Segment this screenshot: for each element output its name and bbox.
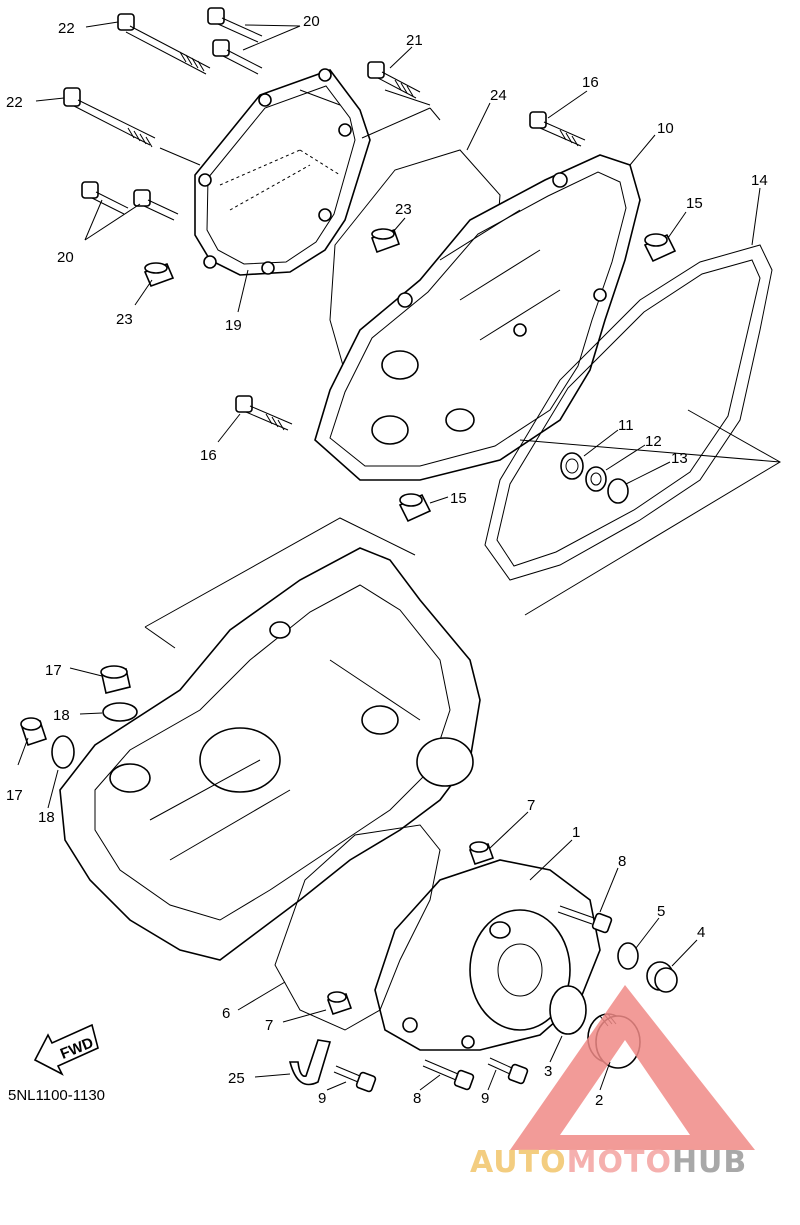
callout-16-upper: 16 bbox=[582, 74, 599, 91]
callout-20-lower: 20 bbox=[57, 249, 74, 266]
callout-23-right: 23 bbox=[395, 201, 412, 218]
diagram-code: 5NL1100-1130 bbox=[8, 1087, 105, 1104]
clamp-25 bbox=[288, 1039, 332, 1086]
crankcase-cover-left-part-1 bbox=[374, 859, 601, 1051]
callout-23-left: 23 bbox=[116, 311, 133, 328]
callout-2: 2 bbox=[595, 1092, 603, 1109]
callout-22-upper: 22 bbox=[58, 20, 75, 37]
dowel-7-upper bbox=[468, 841, 495, 866]
callout-24: 24 bbox=[490, 87, 507, 104]
callout-22-lower: 22 bbox=[6, 94, 23, 111]
bolt-21 bbox=[367, 61, 421, 99]
bolt-20-c bbox=[81, 181, 129, 215]
watermark-triangle-icon bbox=[510, 985, 755, 1150]
dowel-7-lower bbox=[326, 991, 353, 1016]
bolt-20-b bbox=[212, 39, 263, 75]
callout-18-upper: 18 bbox=[53, 707, 70, 724]
callout-17-lower: 17 bbox=[6, 787, 23, 804]
collar-15-lower bbox=[398, 493, 432, 523]
bolt-20-d bbox=[133, 189, 179, 221]
crankcase-assembly bbox=[59, 547, 481, 961]
svg-text:AUTOMOTOHUB: AUTOMOTOHUB bbox=[470, 1145, 747, 1180]
callout-10: 10 bbox=[657, 120, 674, 137]
callout-13: 13 bbox=[671, 450, 688, 467]
watermark-logo: AUTOMOTOHUB bbox=[470, 985, 755, 1180]
callout-5: 5 bbox=[657, 903, 665, 920]
bolt-22-upper bbox=[117, 13, 211, 75]
o-ring-18-upper bbox=[102, 702, 138, 722]
bolt-8-upper bbox=[557, 905, 613, 934]
callout-19: 19 bbox=[225, 317, 242, 334]
clutch-cover-part-19 bbox=[194, 68, 371, 276]
gasket-6 bbox=[274, 824, 441, 1031]
callout-21: 21 bbox=[406, 32, 423, 49]
crankcase-cover-right bbox=[314, 154, 641, 481]
forward-arrow-icon: FWD bbox=[33, 1023, 99, 1076]
washer-12 bbox=[585, 466, 607, 492]
callout-12: 12 bbox=[645, 433, 662, 450]
circlip-13 bbox=[607, 478, 629, 504]
callout-9-right: 9 bbox=[481, 1090, 489, 1107]
callout-14: 14 bbox=[751, 172, 768, 189]
watermark-auto: AUTO bbox=[470, 1145, 567, 1180]
callout-numbers: 22 22 20 20 21 24 16 10 14 15 23 23 19 1… bbox=[6, 13, 768, 1109]
callout-15-lower: 15 bbox=[450, 490, 467, 507]
callout-7-lower: 7 bbox=[265, 1017, 273, 1034]
dowel-23-right bbox=[370, 228, 401, 254]
callout-20-upper: 20 bbox=[303, 13, 320, 30]
bolt-9-left bbox=[333, 1065, 377, 1093]
callout-15-upper: 15 bbox=[686, 195, 703, 212]
callout-4: 4 bbox=[697, 924, 705, 941]
collar-17-lower bbox=[20, 717, 48, 747]
dowel-23-left bbox=[143, 262, 175, 288]
bolt-16-lower bbox=[235, 395, 293, 431]
callout-8-upper: 8 bbox=[618, 853, 626, 870]
callout-25: 25 bbox=[228, 1070, 245, 1087]
collar-15-upper bbox=[643, 233, 677, 263]
watermark-moto: MOTO bbox=[567, 1145, 672, 1180]
gasket-14 bbox=[484, 244, 773, 581]
callout-1: 1 bbox=[572, 824, 580, 841]
callout-6: 6 bbox=[222, 1005, 230, 1022]
guide-lines bbox=[144, 89, 781, 649]
bolt-22-lower bbox=[63, 87, 156, 148]
callout-7-upper: 7 bbox=[527, 797, 535, 814]
bolt-16-upper bbox=[529, 111, 586, 147]
o-ring-5 bbox=[617, 942, 639, 970]
o-ring-3 bbox=[549, 985, 587, 1035]
o-ring-18-lower bbox=[51, 735, 75, 769]
oil-seal-11 bbox=[560, 452, 584, 480]
plug-4 bbox=[646, 961, 678, 993]
callout-16-lower: 16 bbox=[200, 447, 217, 464]
bolt-20-a bbox=[207, 7, 263, 43]
callout-3: 3 bbox=[544, 1063, 552, 1080]
callout-11: 11 bbox=[618, 417, 634, 434]
callout-9-left: 9 bbox=[318, 1090, 326, 1107]
watermark-hub: HUB bbox=[672, 1145, 747, 1180]
callout-17-upper: 17 bbox=[45, 662, 62, 679]
callout-18-lower: 18 bbox=[38, 809, 55, 826]
bolt-8-lower bbox=[422, 1059, 475, 1091]
bolt-9-right bbox=[487, 1057, 529, 1085]
callout-8-lower: 8 bbox=[413, 1090, 421, 1107]
callout-leaders bbox=[17, 21, 761, 1091]
collar-17-upper bbox=[100, 665, 131, 694]
